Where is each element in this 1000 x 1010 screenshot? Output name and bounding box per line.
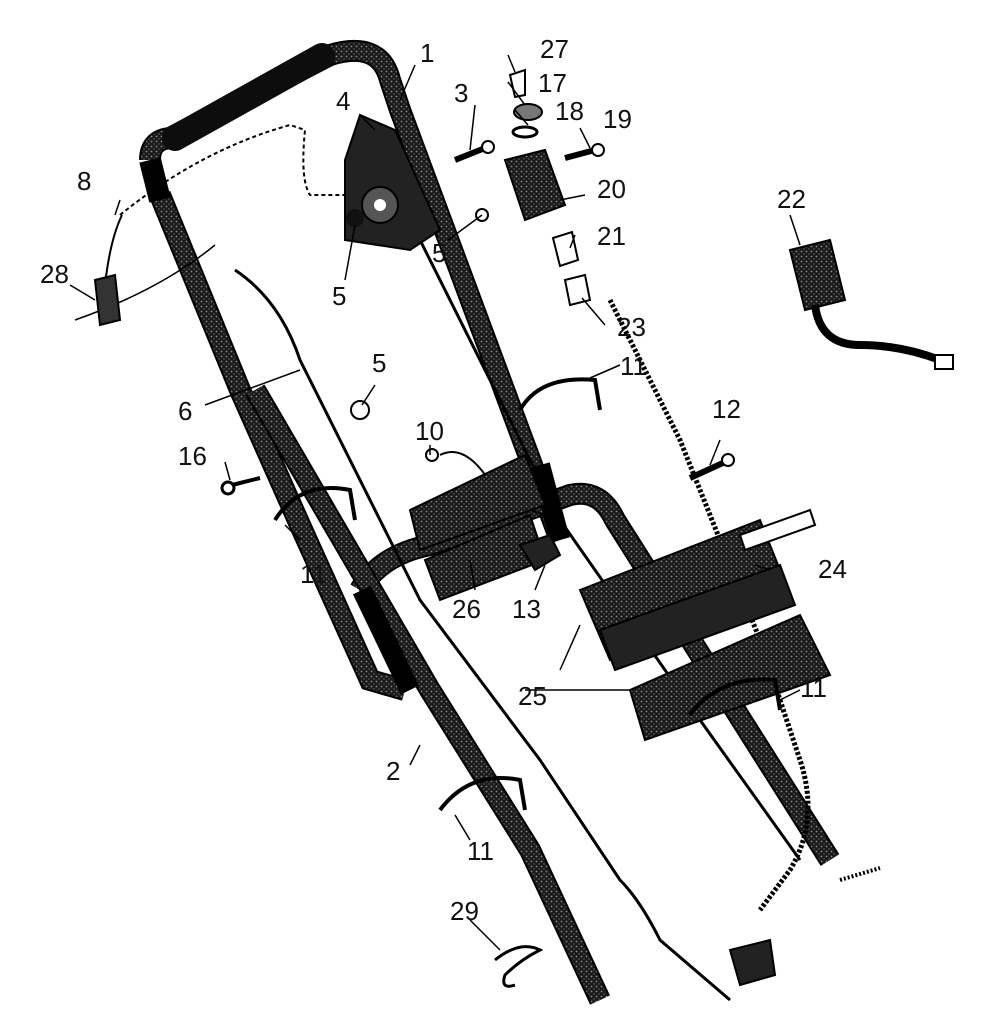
leader-lines (69, 54, 801, 951)
throttle-control (344, 113, 442, 252)
callout-11d: 11 (467, 836, 494, 866)
callout-6: 6 (178, 396, 192, 426)
callout-12: 12 (712, 394, 741, 424)
bolt-3 (453, 140, 495, 163)
callout-11c: 11 (800, 673, 827, 703)
foam-grip (162, 43, 335, 151)
callout-10: 10 (415, 416, 444, 446)
cable-guide-29 (494, 945, 544, 988)
callout-1: 1 (420, 38, 434, 68)
callout-2: 2 (386, 756, 400, 786)
lock-nut-5a (346, 209, 364, 227)
callout-11a: 11 (620, 351, 647, 381)
eye-bolt-16 (220, 476, 261, 496)
callout-4: 4 (336, 86, 350, 116)
callout-8: 8 (77, 166, 91, 196)
callout-17: 17 (538, 68, 567, 98)
callouts: 1 2 3 4 5 5 5 6 8 10 11 11 11 11 12 13 1… (40, 34, 847, 926)
callout-16: 16 (178, 441, 207, 471)
callout-27: 27 (540, 34, 569, 64)
cable-ties (273, 377, 782, 812)
connector-10 (425, 448, 439, 462)
callout-24: 24 (818, 554, 847, 584)
switch-28 (93, 273, 122, 327)
callout-13: 13 (512, 594, 541, 624)
callout-5b: 5 (432, 238, 446, 268)
upper-handle (139, 39, 571, 701)
callout-5c: 5 (372, 348, 386, 378)
callout-22: 22 (777, 184, 806, 214)
callout-28: 28 (40, 259, 69, 289)
callout-19: 19 (603, 104, 632, 134)
battery-pack (578, 508, 832, 742)
callout-23: 23 (617, 312, 646, 342)
handle-pad-26 (408, 453, 547, 602)
callout-29: 29 (450, 896, 479, 926)
battery-charger (788, 238, 954, 370)
callout-11b: 11 (300, 559, 327, 589)
callout-25: 25 (518, 681, 547, 711)
callout-26: 26 (452, 594, 481, 624)
callout-18: 18 (555, 96, 584, 126)
cable-clip-13 (518, 533, 562, 572)
callout-5a: 5 (332, 281, 346, 311)
callout-21: 21 (597, 221, 626, 251)
callout-3: 3 (454, 78, 468, 108)
key-switch-assembly (475, 68, 605, 307)
spring-and-connector (728, 866, 881, 987)
bolt-12 (688, 453, 735, 481)
nut-5c (350, 400, 370, 420)
callout-20: 20 (597, 174, 626, 204)
